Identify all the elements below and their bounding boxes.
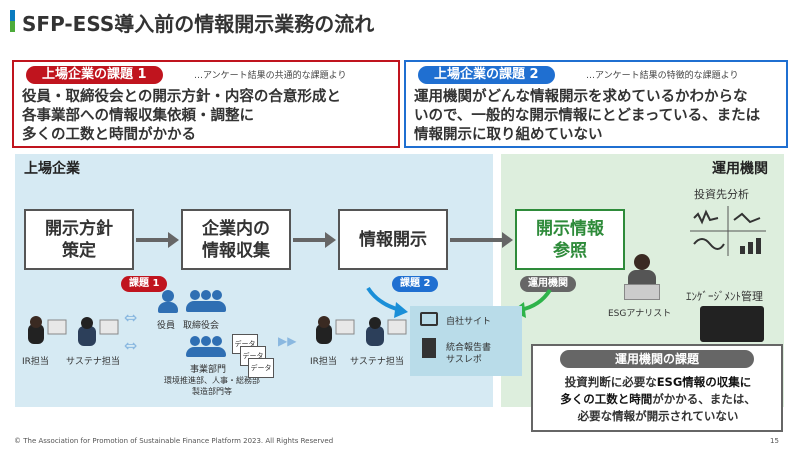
label-esg-analyst: ESGアナリスト — [608, 309, 672, 319]
exchange-arrow-2: ⇔ — [124, 336, 138, 355]
step3-label: 情報開示 — [359, 229, 427, 250]
process-step-collection: 企業内の情報収集 — [181, 209, 291, 270]
inv-line3-b: が — [635, 409, 647, 423]
process-step-reference: 開示情報参照 — [515, 209, 625, 270]
label-departments: 事業部門 — [190, 365, 227, 375]
process-step-disclosure: 情報開示 — [338, 209, 448, 270]
step4-line2: 参照 — [553, 240, 587, 261]
label-departments-sub2: 製造部門等 — [192, 387, 232, 396]
page-title: SFP-ESS導入前の情報開示業務の流れ — [22, 12, 375, 36]
inv-line2-b: がかかる、または、 — [652, 392, 756, 406]
calendar-icon — [700, 306, 764, 342]
step4-line1: 開示情報 — [536, 218, 604, 239]
issue2-line1: 運用機関がどんな情報開示を求めているかわからな — [414, 89, 748, 105]
tag-issue2: 課題 2 — [392, 276, 439, 292]
curved-arrow-blue — [366, 286, 401, 312]
step1-line1: 開示方針 — [45, 218, 113, 239]
label-sustain-2: サステナ担当 — [350, 357, 404, 367]
label-integrated-report: 統合報告書 — [446, 343, 492, 353]
exchange-arrow-1: ⇔ — [124, 308, 138, 327]
inv-line2-a: 多くの工数と時間 — [560, 392, 653, 406]
issue1-note: …アンケート結果の共通的な課題より — [194, 71, 347, 81]
footer-page-number: 15 — [770, 437, 779, 445]
officers-icon — [158, 290, 178, 314]
curved-arrow-blue-head — [394, 302, 408, 318]
label-engagement: ｴﾝｹﾞｰｼﾞﾒﾝﾄ管理 — [686, 290, 763, 303]
issue2-line2: いので、一般的な開示情報にとどまっている、または — [414, 108, 761, 124]
flow-arrow-1-head — [168, 232, 179, 248]
flow-arrow-3-shaft — [450, 238, 502, 242]
label-board: 取締役会 — [183, 321, 220, 331]
issue1-label: 上場企業の課題 1 — [26, 66, 163, 84]
step2-line1: 企業内の — [202, 218, 270, 239]
label-sustainability-report: サスレポ — [446, 355, 482, 365]
report-icon — [422, 338, 436, 358]
label-ir: IR担当 — [22, 357, 49, 367]
flow-arrow-2-shaft — [293, 238, 325, 242]
office-workers-illustration-2 — [316, 316, 407, 346]
region-label-investor: 運用機関 — [712, 161, 768, 177]
inv-line1-a: 投資判断に必要な — [564, 375, 657, 389]
label-ir-2: IR担当 — [310, 357, 337, 367]
step2-line2: 情報収集 — [202, 240, 270, 261]
departments-icon — [186, 336, 226, 358]
issue1-box: 上場企業の課題 1 …アンケート結果の共通的な課題より 役員・取締役会との開示方… — [12, 60, 400, 148]
office-workers-illustration-1 — [28, 316, 119, 346]
website-icon — [420, 312, 438, 326]
issue1-text: 役員・取締役会との開示方針・内容の合意形成と 各事業部への情報収集依頼・調整に … — [22, 88, 341, 145]
label-investee-analysis: 投資先分析 — [694, 188, 749, 201]
step1-line2: 策定 — [62, 240, 96, 261]
title-accent-bar — [10, 10, 15, 32]
flow-arrow-3-head — [502, 232, 513, 248]
data-flow-arrows: ▶▶ — [278, 334, 297, 348]
disclosure-channels-box: 自社サイト 統合報告書 サスレポ — [410, 306, 522, 376]
analysis-chart-icon — [690, 206, 766, 256]
label-officers: 役員 — [157, 321, 176, 331]
inv-line1-b: ESG情報の収集に — [656, 375, 752, 389]
curved-arrows — [366, 286, 552, 318]
issue2-line3: 情報開示に取り組めていない — [414, 127, 603, 143]
issue2-box: 上場企業の課題 2 …アンケート結果の特徴的な課題より 運用機関がどんな情報開示… — [404, 60, 788, 148]
footer-copyright: © The Association for Promotion of Susta… — [14, 437, 334, 445]
issue1-line2: 各事業部への情報収集依頼・調整に — [22, 108, 254, 124]
region-label-listed: 上場企業 — [24, 161, 80, 177]
investor-issue-label: 運用機関の課題 — [560, 350, 754, 368]
issue1-line1: 役員・取締役会との開示方針・内容の合意形成と — [22, 89, 341, 105]
flow-arrow-1-shaft — [136, 238, 168, 242]
label-sustain: サステナ担当 — [66, 357, 120, 367]
tag-investor: 運用機関 — [520, 276, 576, 292]
inv-line3-c: 開示されていない — [646, 409, 739, 423]
investor-issue-text: 投資判断に必要なESG情報の収集に 多くの工数と時間がかかる、または、 必要な情… — [538, 374, 778, 425]
issue1-line3: 多くの工数と時間がかかる — [22, 127, 196, 143]
tag-issue1: 課題 1 — [121, 276, 168, 292]
flow-arrow-2-head — [325, 232, 336, 248]
board-icon — [186, 290, 226, 314]
label-company-site: 自社サイト — [446, 317, 492, 327]
issue2-note: …アンケート結果の特徴的な課題より — [586, 71, 739, 81]
issue2-label: 上場企業の課題 2 — [418, 66, 555, 84]
esg-analyst-figure — [624, 254, 660, 300]
issue2-text: 運用機関がどんな情報開示を求めているかわからな いので、一般的な開示情報にとどま… — [414, 88, 760, 145]
inv-line3-a: 必要な情報 — [577, 409, 636, 423]
data-doc-3: データ — [248, 358, 274, 378]
process-step-policy: 開示方針策定 — [24, 209, 134, 270]
label-departments-sub1: 環境推進部、人事・総務部 — [164, 376, 260, 385]
